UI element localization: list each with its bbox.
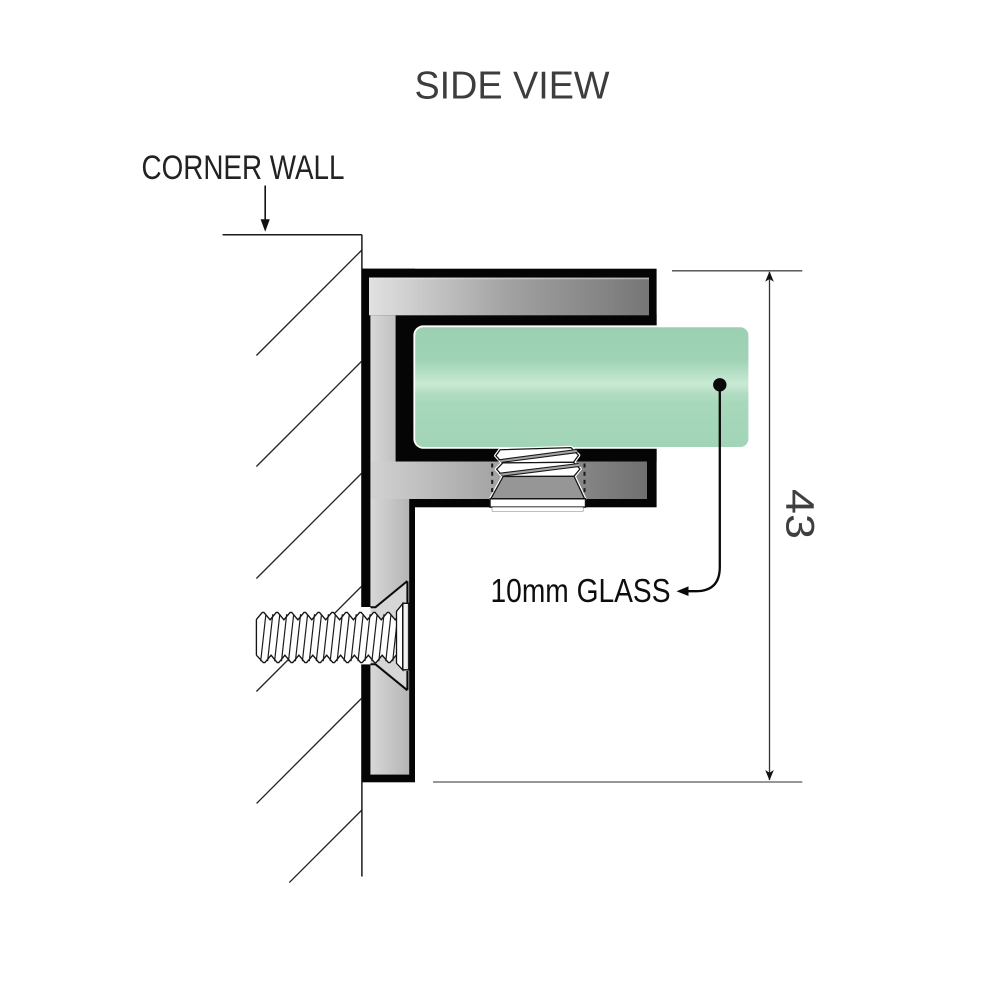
svg-text:10mm GLASS: 10mm GLASS [491, 572, 671, 609]
svg-text:SIDE VIEW: SIDE VIEW [415, 65, 610, 108]
svg-text:CORNER WALL: CORNER WALL [142, 149, 345, 187]
svg-text:43: 43 [777, 489, 821, 539]
